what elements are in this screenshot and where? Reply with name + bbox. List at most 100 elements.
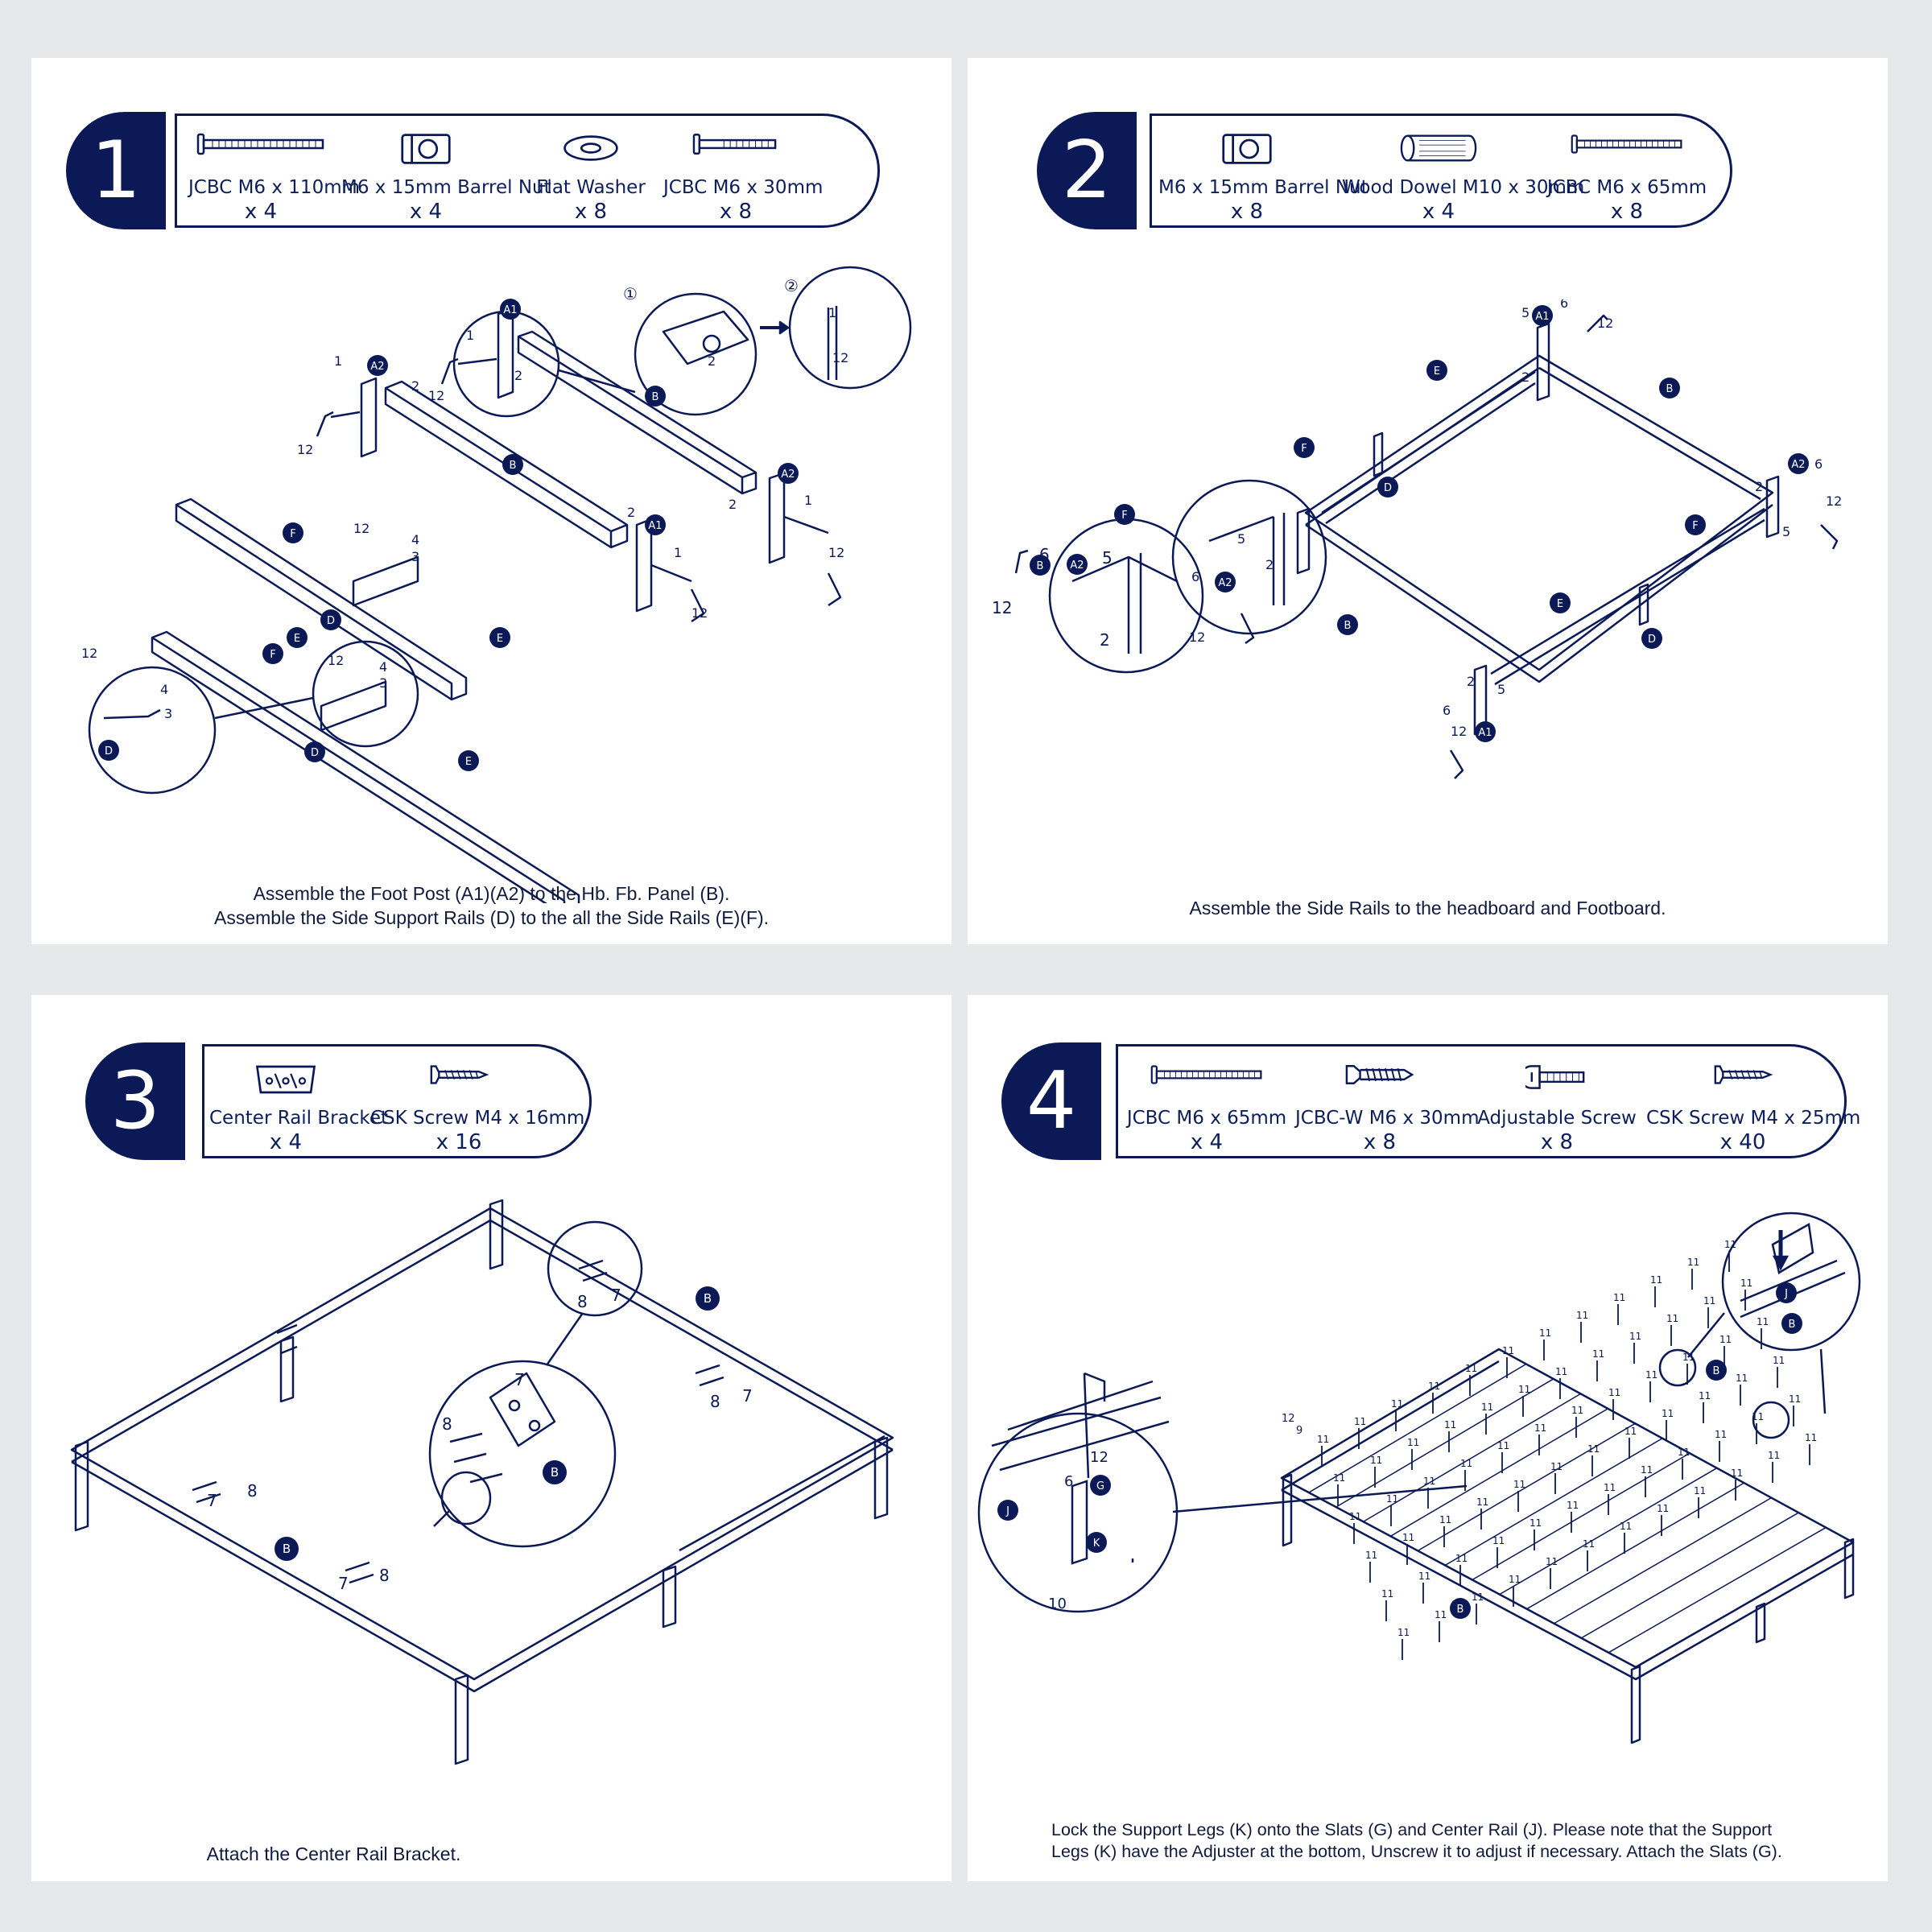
callout-b: B — [1789, 1319, 1796, 1331]
callout-number: 8 — [247, 1481, 258, 1501]
screw-label: 11 — [1699, 1390, 1711, 1402]
screw-label: 11 — [1444, 1419, 1456, 1430]
callout-number: ② — [784, 276, 799, 295]
screw-label: 11 — [1418, 1571, 1430, 1582]
callout-number: 12 — [353, 521, 369, 536]
callout-b: B — [510, 460, 517, 472]
callout-number: 6 — [1814, 456, 1823, 472]
callout-d: D — [105, 745, 113, 758]
callout-j: J — [1005, 1505, 1009, 1517]
callout-f: F — [290, 528, 295, 540]
callout-number: 12 — [832, 350, 848, 365]
slat-line — [1444, 1438, 1663, 1567]
part-quantity: x 8 — [1230, 200, 1264, 224]
callout-a2: A2 — [1070, 559, 1084, 572]
callout-a2: A2 — [781, 469, 795, 481]
screw-label: 11 — [1481, 1402, 1493, 1413]
screw-label: 11 — [1789, 1393, 1801, 1405]
part-item: CSK Screw M4 x 25mm x 40 — [1646, 1046, 1860, 1156]
callout-b: B — [1457, 1604, 1464, 1616]
part-name: Flat Washer — [536, 177, 646, 198]
screw-label: 11 — [1805, 1432, 1817, 1443]
screw-label: 11 — [1546, 1556, 1558, 1567]
callout-number: 1 — [828, 305, 836, 320]
callout-b: B — [283, 1542, 291, 1556]
callout-number: 2 — [514, 368, 522, 383]
screw-label: 11 — [1719, 1334, 1732, 1345]
callout-number: 12 — [1282, 1413, 1295, 1425]
screw-label: 11 — [1550, 1461, 1563, 1472]
callout-number: 12 — [691, 605, 708, 621]
callout-number: 12 — [1090, 1449, 1108, 1466]
step-caption: Lock the Support Legs (K) onto the Slats… — [1051, 1819, 1856, 1863]
slat-line — [1554, 1496, 1772, 1624]
caption-line: Assemble the Foot Post (A1)(A2) to the H… — [253, 883, 730, 904]
callout-number: 2 — [729, 497, 737, 512]
callout-e: E — [1557, 598, 1563, 610]
step-1-panel: 1 JCBC M6 x 110mm x 4 M6 x 15mm Barrel N… — [31, 58, 952, 944]
caption-line: Assemble the Side Support Rails (D) to t… — [214, 907, 769, 928]
callout-a2: A2 — [1791, 459, 1805, 471]
part-item: JCBC M6 x 65mm x 4 — [1126, 1046, 1287, 1156]
slats-grid — [1281, 1348, 1854, 1668]
screw-label: 11 — [1613, 1292, 1625, 1303]
parts-list: Center Rail Bracket x 4 CSK Screw M4 x 1… — [202, 1044, 592, 1158]
callout-number: 6 — [1191, 569, 1199, 584]
callout-number: 8 — [577, 1292, 588, 1311]
screw-label: 11 — [1317, 1434, 1329, 1445]
callout-number: ① — [623, 284, 638, 303]
callout-d: D — [327, 615, 335, 627]
screw-label: 11 — [1620, 1521, 1632, 1532]
screw-label: 11 — [1370, 1455, 1382, 1466]
callout-number: 5 — [1782, 524, 1790, 539]
part-quantity: x 4 — [409, 200, 443, 224]
screw-label: 11 — [1662, 1408, 1674, 1419]
screw-label: 11 — [1435, 1609, 1447, 1620]
part-name: M6 x 15mm Barrel Nut — [1158, 177, 1368, 198]
callout-number: 7 — [742, 1386, 753, 1406]
part-item: Flat Washer x 8 — [526, 116, 655, 225]
assembly-diagram: A1 E B F D A2 F E D B A1 A2 A2 F B 5 6 1… — [992, 299, 1842, 779]
caption-line: Assemble the Side Rails to the headboard… — [1189, 898, 1666, 919]
callout-number: 12 — [1189, 630, 1205, 645]
screw-label: 11 — [1703, 1295, 1715, 1307]
screw-label: 11 — [1715, 1429, 1727, 1440]
screw-label: 11 — [1539, 1327, 1551, 1339]
screw-label: 11 — [1407, 1437, 1419, 1448]
screw-label: 11 — [1439, 1514, 1451, 1525]
slat-line — [1580, 1512, 1799, 1639]
callout-number: 9 — [1296, 1425, 1302, 1437]
step-number-badge: 3 — [85, 1042, 185, 1160]
callout-number: 2 — [1467, 674, 1475, 689]
screw-label: 11 — [1391, 1398, 1403, 1410]
part-item: JCBC M6 x 30mm x 8 — [663, 116, 823, 225]
callout-number: 1 — [804, 493, 812, 508]
part-item: M6 x 15mm Barrel Nut x 8 — [1158, 116, 1368, 225]
callout-g: G — [1096, 1480, 1104, 1492]
callout-number: 6 — [1064, 1473, 1073, 1490]
callout-f: F — [1301, 443, 1307, 455]
callout-number: 5 — [1237, 531, 1245, 547]
slat-line — [1635, 1542, 1854, 1668]
screw-label: 11 — [1666, 1313, 1678, 1324]
callout-number: 3 — [379, 675, 387, 691]
callout-number: 2 — [1100, 630, 1110, 650]
screw-label: 11 — [1354, 1416, 1366, 1427]
step-2-panel: 2 M6 x 15mm Barrel Nut x 8 Wood Dowel M1… — [968, 58, 1888, 944]
part-item: JCBC-W M6 x 30mm x 8 — [1295, 1046, 1479, 1156]
callout-a2: A2 — [1218, 577, 1232, 589]
callout-number: 12 — [1826, 493, 1842, 509]
callout-b: B — [1344, 620, 1352, 632]
part-callouts — [98, 299, 799, 771]
part-quantity: x 40 — [1719, 1130, 1766, 1154]
screw-label: 11 — [1587, 1443, 1600, 1455]
callout-number: 5 — [1497, 682, 1505, 697]
screw-label: 11 — [1571, 1405, 1583, 1416]
screw-label: 11 — [1518, 1384, 1530, 1395]
screw-field: 11 11 11 11 11 11 11 11 11 11 11 11 11 11 11 11 11 11 11 11… — [1317, 1239, 1817, 1660]
callout-number: 12 — [1451, 724, 1467, 739]
callout-number: 5 — [1102, 548, 1113, 568]
callout-f: F — [1692, 520, 1698, 532]
screw-label: 11 — [1678, 1447, 1690, 1458]
part-quantity: x 4 — [1422, 200, 1455, 224]
